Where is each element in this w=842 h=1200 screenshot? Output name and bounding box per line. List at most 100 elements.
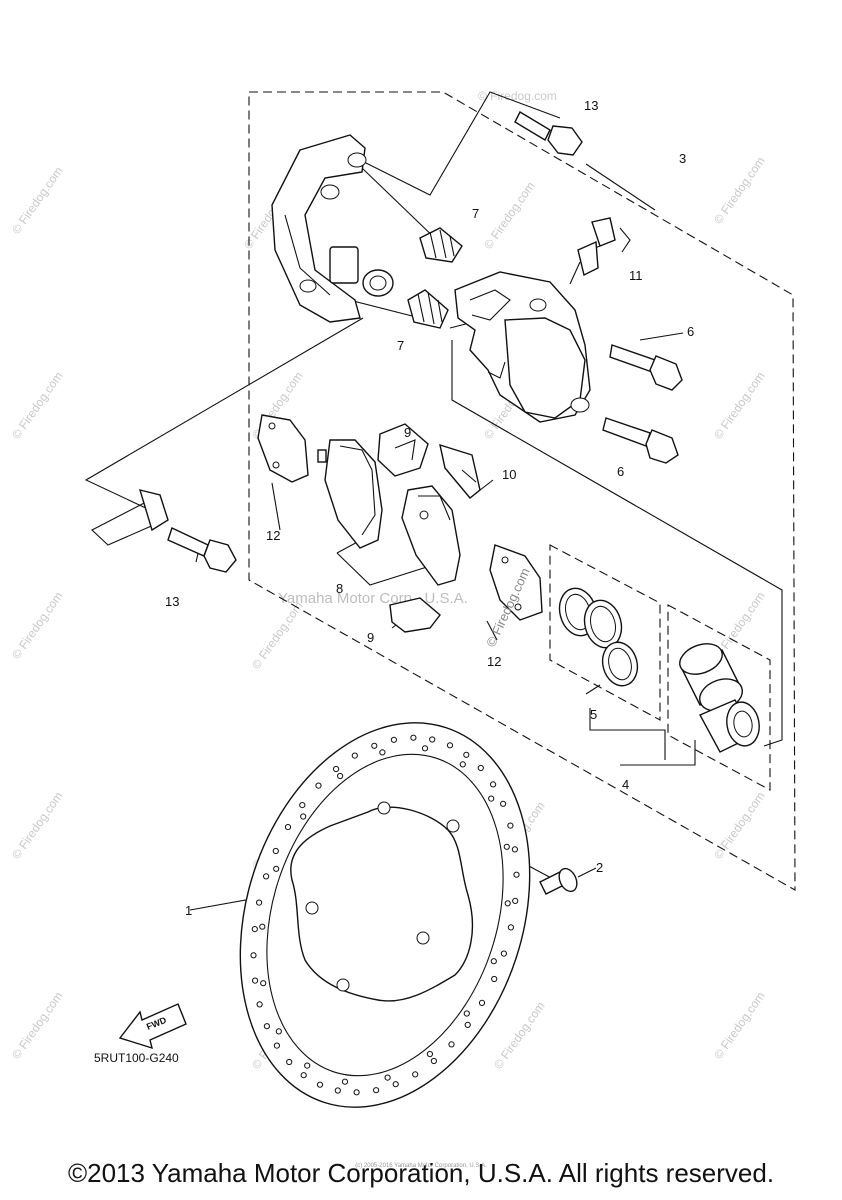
disc-vent-hole [463,1010,470,1017]
watermark-c-4: © Firedog.com [491,999,548,1072]
disc-vent-hole [351,752,358,759]
disc-vent-hole [256,1001,263,1008]
disc-vent-hole [252,977,259,984]
watermark-c-1: © Firedog.com [481,179,538,252]
watermark-left-4: © Firedog.com [9,789,66,862]
disc-vent-hole [412,1071,419,1078]
brake-disc [239,722,531,1108]
callout-7-lower: 7 [397,338,404,353]
bleed-screw-11 [569,217,616,285]
disc-vent-hole [490,958,497,965]
watermark-yamaha: Yamaha Motor Corp., U.S.A. [278,590,468,607]
disc-vent-hole [490,781,497,788]
watermark-mid-3: © Firedog.com [249,599,306,672]
copyright-notice: ©2013 Yamaha Motor Corporation, U.S.A. A… [67,1158,775,1188]
watermark-left-2: © Firedog.com [9,369,66,442]
disc-vent-hole [429,736,436,743]
disc-vent-hole [286,1058,293,1066]
callout-6-upper: 6 [687,324,694,339]
retaining-clip [91,489,169,546]
disc-vent-hole [275,1028,282,1035]
watermark-left-3: © Firedog.com [9,589,66,662]
callout-10: 10 [502,467,516,482]
callout-9-lower: 9 [367,630,374,645]
caliper-pistons [679,643,760,753]
disc-vent-hole [507,924,514,931]
callout-9-upper: 9 [404,425,411,440]
callout-8: 8 [336,581,343,596]
watermark-left-5: © Firedog.com [9,989,66,1062]
disc-vent-hole [500,800,507,807]
disc-vent-hole [334,1087,341,1094]
disc-vent-hole [263,1023,270,1030]
disc-vent-hole [477,764,484,772]
callout-2: 2 [596,860,603,875]
watermark-top: © Firedog.com [478,89,557,103]
pad-spring-10 [439,443,481,499]
watermark-left-1: © Firedog.com [9,164,66,237]
disc-vent-hole [390,736,397,743]
callout-6-lower: 6 [617,464,624,479]
watermark-right-1: © Firedog.com [711,154,768,227]
disc-vent-hole [421,745,429,752]
seal-kit-outline [549,544,661,721]
bolt-13-top [514,111,583,156]
pin-boot-7-lower [407,289,449,329]
disc-vent-hole [488,795,495,802]
disc-vent-hole [513,871,520,878]
disc-vent-hole [511,846,519,853]
callout-4: 4 [622,777,629,792]
disc-vent-hole [315,782,322,789]
disc-vent-hole [316,1081,324,1088]
disc-vent-hole [503,843,510,850]
disc-vent-holes [250,734,520,1096]
watermark-right-2: © Firedog.com [711,369,768,442]
disc-vent-hole [500,950,507,957]
disc-vent-hole [300,1072,307,1079]
piston-seals [558,587,639,687]
disc-vent-hole [304,1062,311,1069]
small-copyright: (c) 2005-2016 Yamaha Motor Corporation, … [355,1163,487,1169]
callout-12-left: 12 [266,528,280,543]
disc-vent-hole [353,1089,360,1096]
callout-3: 3 [679,151,686,166]
bracket-pad-guide [329,246,359,284]
disc-vent-hole [341,1078,349,1085]
disc-vent-hole [299,802,306,809]
disc-vent-hole [373,1087,380,1094]
disc-vent-hole [410,734,417,741]
assembly-outline [248,91,796,891]
callout-12-right: 12 [487,654,501,669]
disc-vent-hole [459,761,466,768]
disc-vent-hole [259,923,266,930]
disc-vent-hole [448,1041,455,1048]
disc-vent-hole [507,822,514,829]
bolt-6-upper [609,344,683,391]
disc-vent-hole [256,899,263,906]
bolt-13-left [167,527,237,573]
disc-vent-hole [251,926,258,933]
disc-vent-hole [371,742,378,749]
pad-8-inner [401,485,461,586]
disc-vent-hole [392,1081,399,1088]
disc-vent-hole [333,765,340,773]
disc-vent-hole [426,1050,433,1058]
watermark-right-4: © Firedog.com [711,789,768,862]
bolt-6-lower [602,417,679,464]
disc-vent-hole [446,742,454,749]
callout-11: 11 [629,268,643,283]
caliper-body [454,271,591,423]
pad-spring-9-lower [389,597,441,633]
fwd-arrow: FWD [118,1003,187,1050]
disc-vent-hole [491,975,498,983]
caliper-bracket [271,134,394,323]
shim-12-right [489,544,543,621]
pad-spring-9-upper [377,423,429,477]
disc-vent-hole [300,813,307,820]
callout-7-upper: 7 [472,206,479,221]
disc-vent-hole [478,999,486,1007]
disc-vent-hole [384,1074,391,1081]
disc-vent-hole [260,980,267,987]
disc-vent-hole [272,847,279,855]
